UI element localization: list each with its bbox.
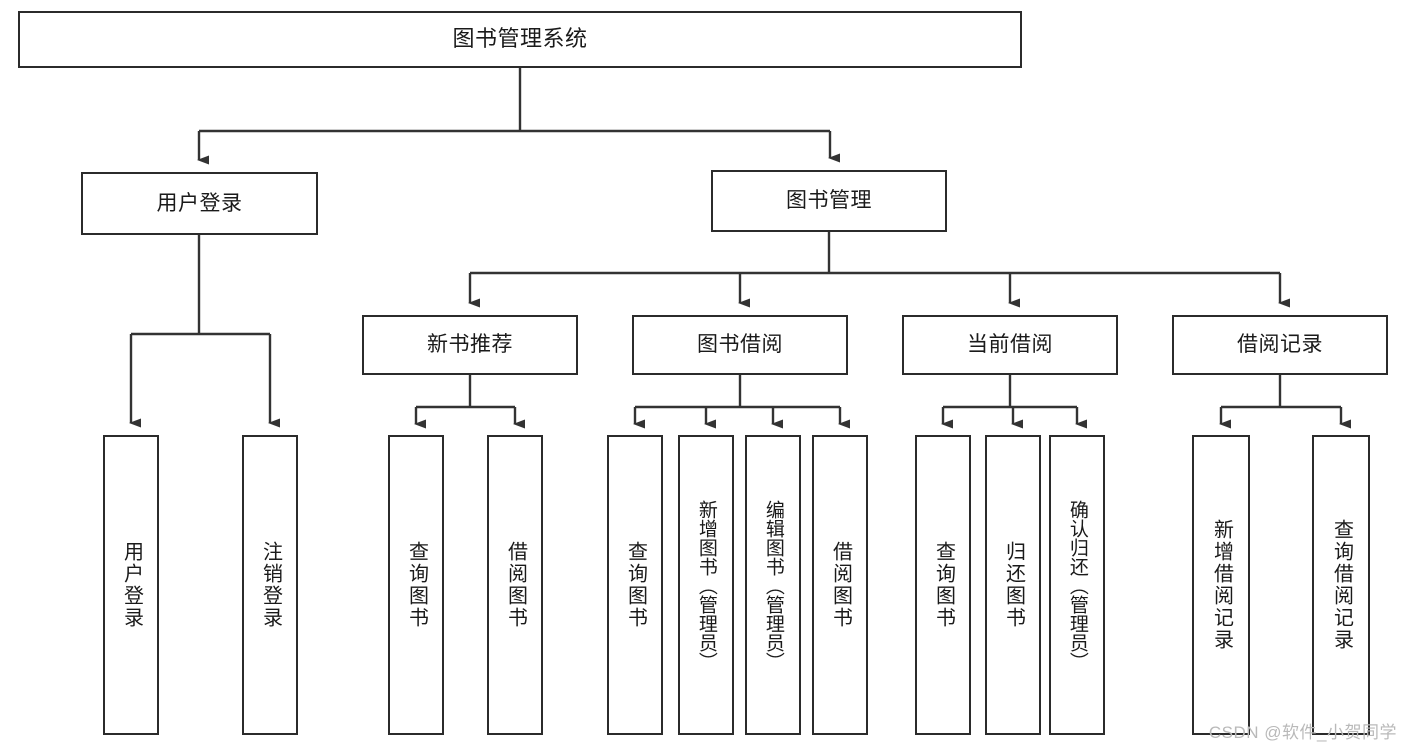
- node-leaf-confirm-return-label: 确认归还（管理员）: [1066, 499, 1088, 671]
- node-leaf-query-book-1[interactable]: 查询图书: [388, 435, 444, 735]
- node-book-borrow-label: 图书借阅: [697, 333, 783, 357]
- node-root[interactable]: 图书管理系统: [18, 11, 1022, 68]
- node-root-label: 图书管理系统: [452, 26, 588, 52]
- node-leaf-add-record[interactable]: 新增借阅记录: [1192, 435, 1250, 735]
- node-new-book-recommend-label: 新书推荐: [427, 333, 513, 357]
- node-leaf-query-book-3[interactable]: 查询图书: [915, 435, 971, 735]
- node-leaf-add-book[interactable]: 新增图书（管理员）: [678, 435, 734, 735]
- node-leaf-add-record-label: 新增借阅记录: [1210, 519, 1233, 651]
- node-leaf-confirm-return[interactable]: 确认归还（管理员）: [1049, 435, 1105, 735]
- node-leaf-edit-book-label: 编辑图书（管理员）: [762, 499, 784, 671]
- node-current-borrow-label: 当前借阅: [967, 333, 1053, 357]
- node-leaf-user-logout-label: 注销登录: [259, 541, 282, 629]
- node-user-login-label: 用户登录: [156, 191, 243, 215]
- node-leaf-borrow-book-1-label: 借阅图书: [504, 541, 527, 629]
- node-user-login[interactable]: 用户登录: [81, 172, 318, 235]
- node-current-borrow[interactable]: 当前借阅: [902, 315, 1118, 375]
- node-leaf-query-book-2[interactable]: 查询图书: [607, 435, 663, 735]
- node-leaf-user-login[interactable]: 用户登录: [103, 435, 159, 735]
- node-leaf-query-book-1-label: 查询图书: [405, 541, 428, 629]
- node-book-manage[interactable]: 图书管理: [711, 170, 947, 232]
- node-borrow-record[interactable]: 借阅记录: [1172, 315, 1388, 375]
- node-leaf-user-login-label: 用户登录: [120, 541, 143, 629]
- node-leaf-return-book-label: 归还图书: [1002, 541, 1025, 629]
- node-book-borrow[interactable]: 图书借阅: [632, 315, 848, 375]
- node-new-book-recommend[interactable]: 新书推荐: [362, 315, 578, 375]
- node-book-manage-label: 图书管理: [786, 189, 872, 213]
- node-leaf-user-logout[interactable]: 注销登录: [242, 435, 298, 735]
- node-leaf-edit-book[interactable]: 编辑图书（管理员）: [745, 435, 801, 735]
- node-leaf-query-book-3-label: 查询图书: [932, 541, 955, 629]
- node-leaf-query-book-2-label: 查询图书: [624, 541, 647, 629]
- node-leaf-add-book-label: 新增图书（管理员）: [695, 499, 717, 671]
- node-leaf-borrow-book-2-label: 借阅图书: [829, 541, 852, 629]
- node-leaf-query-record[interactable]: 查询借阅记录: [1312, 435, 1370, 735]
- node-borrow-record-label: 借阅记录: [1237, 333, 1323, 357]
- node-leaf-borrow-book-1[interactable]: 借阅图书: [487, 435, 543, 735]
- csdn-watermark: CSDN @软件_小贺同学: [1208, 723, 1397, 742]
- node-leaf-return-book[interactable]: 归还图书: [985, 435, 1041, 735]
- node-leaf-query-record-label: 查询借阅记录: [1330, 519, 1353, 651]
- node-leaf-borrow-book-2[interactable]: 借阅图书: [812, 435, 868, 735]
